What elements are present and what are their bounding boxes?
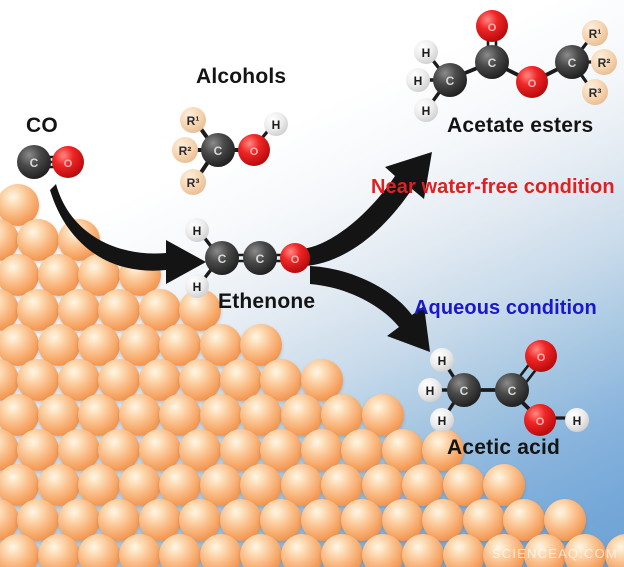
svg-text:C: C — [508, 384, 517, 398]
svg-text:H: H — [573, 414, 582, 428]
svg-text:C: C — [256, 252, 265, 266]
svg-text:O: O — [291, 254, 300, 266]
catalyst-atom — [361, 534, 404, 567]
svg-text:O: O — [536, 416, 545, 428]
svg-text:H: H — [438, 354, 447, 368]
atom-oxygen-hydroxyl — [524, 404, 556, 436]
catalyst-atom — [564, 534, 606, 567]
svg-text:H: H — [193, 280, 202, 294]
catalyst-atom — [0, 359, 19, 401]
atom-oxygen — [280, 243, 310, 273]
catalyst-atom — [0, 289, 19, 331]
catalyst-atom — [523, 534, 566, 567]
svg-text:R²: R² — [598, 56, 611, 70]
atom-r2 — [172, 137, 198, 163]
atom-hydrogen — [565, 408, 589, 432]
svg-text:C: C — [488, 56, 497, 70]
catalyst-atom — [402, 534, 444, 567]
svg-text:H: H — [426, 384, 435, 398]
atom-r1 — [582, 20, 608, 46]
catalyst-atom — [78, 534, 120, 567]
atom-hydrogen — [406, 68, 430, 92]
svg-text:O: O — [488, 22, 497, 34]
svg-text:O: O — [64, 158, 73, 170]
svg-text:R³: R³ — [187, 176, 200, 190]
catalyst-atom — [321, 534, 363, 567]
atom-oxygen-carbonyl — [476, 10, 508, 42]
svg-text:C: C — [446, 74, 455, 88]
catalyst-atom — [604, 534, 624, 567]
catalyst-atom — [199, 534, 242, 567]
catalyst-atom — [240, 534, 282, 567]
atom-hydrogen — [430, 408, 454, 432]
label-ethenone: Ethenone — [218, 290, 316, 313]
atom-hydrogen — [264, 112, 288, 136]
catalyst-atom — [0, 534, 39, 567]
atom-oxygen-ester — [516, 66, 548, 98]
atom-hydrogen — [418, 378, 442, 402]
svg-text:R¹: R¹ — [187, 114, 200, 128]
catalyst-atom — [159, 534, 201, 567]
svg-text:C: C — [568, 56, 577, 70]
svg-text:H: H — [193, 224, 202, 238]
watermark: SCIENCEAQ.COM — [491, 546, 618, 561]
label-alcohols: Alcohols — [196, 65, 287, 88]
condition-aqueous: Aqueous condition — [414, 297, 597, 319]
svg-text:C: C — [460, 384, 469, 398]
svg-text:C: C — [218, 252, 227, 266]
label-acetate-esters: Acetate esters — [447, 114, 594, 137]
svg-text:H: H — [414, 74, 423, 88]
catalyst-atom — [442, 534, 485, 567]
svg-text:R²: R² — [179, 144, 192, 158]
condition-near-water-free: Near water-free condition — [371, 176, 615, 198]
molecule-co: C O — [10, 136, 90, 186]
atom-carbon — [495, 373, 529, 407]
catalyst-atom — [280, 534, 323, 567]
molecule-alcohols: R¹ R² R³ C O H — [168, 98, 298, 198]
atom-carbon — [17, 145, 51, 179]
atom-oxygen-carbonyl — [525, 340, 557, 372]
svg-text:H: H — [422, 46, 431, 60]
svg-text:R¹: R¹ — [589, 27, 602, 41]
atom-carbon — [433, 63, 467, 97]
svg-text:R³: R³ — [589, 86, 602, 100]
molecule-ethenone: H H C C O — [178, 216, 318, 298]
atom-hydrogen — [185, 218, 209, 242]
catalyst-atom — [118, 534, 161, 567]
atom-carbon — [243, 241, 277, 275]
atom-carbon — [205, 241, 239, 275]
atom-oxygen — [52, 146, 84, 178]
atom-hydrogen — [430, 348, 454, 372]
svg-text:O: O — [250, 146, 259, 158]
atom-r3 — [582, 79, 608, 105]
atom-hydrogen — [185, 274, 209, 298]
atom-r2 — [591, 49, 617, 75]
catalyst-atom — [483, 534, 525, 567]
svg-text:O: O — [537, 352, 546, 364]
label-acetic-acid: Acetic acid — [447, 436, 561, 459]
label-co: CO — [26, 114, 58, 137]
catalyst-atom — [0, 429, 19, 471]
atom-r3 — [180, 169, 206, 195]
catalyst-atom — [0, 499, 19, 541]
svg-text:C: C — [30, 156, 39, 170]
atom-r1 — [180, 107, 206, 133]
svg-text:H: H — [272, 118, 281, 132]
svg-text:H: H — [422, 104, 431, 118]
atom-carbon — [475, 45, 509, 79]
atom-carbon — [555, 45, 589, 79]
atom-carbon — [447, 373, 481, 407]
catalyst-atom — [0, 219, 19, 261]
atom-carbon — [201, 133, 235, 167]
atom-oxygen — [238, 134, 270, 166]
molecule-acetic-acid: H H H C C O O H — [410, 334, 610, 444]
molecule-acetate-esters: H H H C C O O C R¹ R² R³ — [396, 4, 620, 124]
catalyst-atom — [37, 534, 80, 567]
svg-text:C: C — [214, 144, 223, 158]
atom-hydrogen — [414, 98, 438, 122]
svg-text:O: O — [528, 78, 537, 90]
svg-text:H: H — [438, 414, 447, 428]
atom-hydrogen — [414, 40, 438, 64]
